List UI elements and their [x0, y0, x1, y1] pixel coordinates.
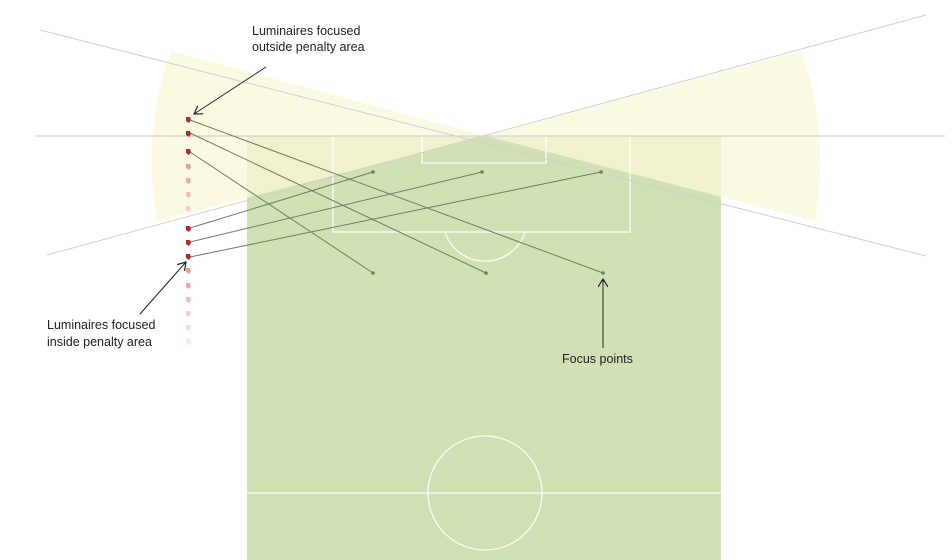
- focus-point: [601, 271, 605, 275]
- luminaire-faded: [186, 283, 191, 289]
- outside-penalty-label: Luminaires focused: [252, 24, 360, 38]
- luminaire-faded: [186, 268, 191, 274]
- luminaire-column: [186, 117, 191, 345]
- luminaire-active: [186, 254, 191, 260]
- inside-penalty-label: Luminaires focused: [47, 318, 155, 332]
- aiming-line: [189, 171, 483, 243]
- focus-point: [371, 271, 375, 275]
- aiming-lines: [189, 119, 604, 274]
- luminaire-active: [186, 226, 191, 232]
- aiming-line: [189, 119, 604, 274]
- luminaire-faded: [186, 325, 191, 331]
- luminaire-active: [186, 131, 191, 137]
- luminaire-faded: [186, 164, 191, 170]
- inside-callout-arrow: [139, 262, 186, 315]
- luminaire-faded: [186, 311, 191, 317]
- beam-edge-line: [46, 14, 927, 256]
- focus-point: [599, 170, 603, 174]
- outside-penalty-label: outside penalty area: [252, 40, 365, 54]
- aiming-line: [189, 132, 487, 274]
- inside-penalty-label: inside penalty area: [47, 335, 152, 349]
- centre-circle: [427, 435, 543, 551]
- luminaire-faded: [186, 297, 191, 303]
- luminaire-faded: [186, 339, 191, 345]
- focus-point: [480, 170, 484, 174]
- aiming-line: [189, 171, 602, 258]
- luminaire-faded: [186, 178, 191, 184]
- focus-point: [371, 170, 375, 174]
- penalty-arc: [444, 231, 526, 262]
- outside-callout-arrow: [194, 66, 267, 114]
- luminaire-faded: [186, 192, 191, 198]
- luminaire-active: [186, 117, 191, 123]
- luminaire-faded: [186, 206, 191, 212]
- luminaire-active: [186, 240, 191, 246]
- focus-points-label: Focus points: [562, 352, 633, 366]
- pitch-surface: [247, 136, 721, 560]
- focus-points: [371, 170, 605, 275]
- beam-edge-line: [39, 29, 927, 257]
- luminaire-active: [186, 149, 191, 155]
- focus-point: [484, 271, 488, 275]
- aiming-line: [189, 151, 374, 274]
- aiming-line: [189, 171, 374, 229]
